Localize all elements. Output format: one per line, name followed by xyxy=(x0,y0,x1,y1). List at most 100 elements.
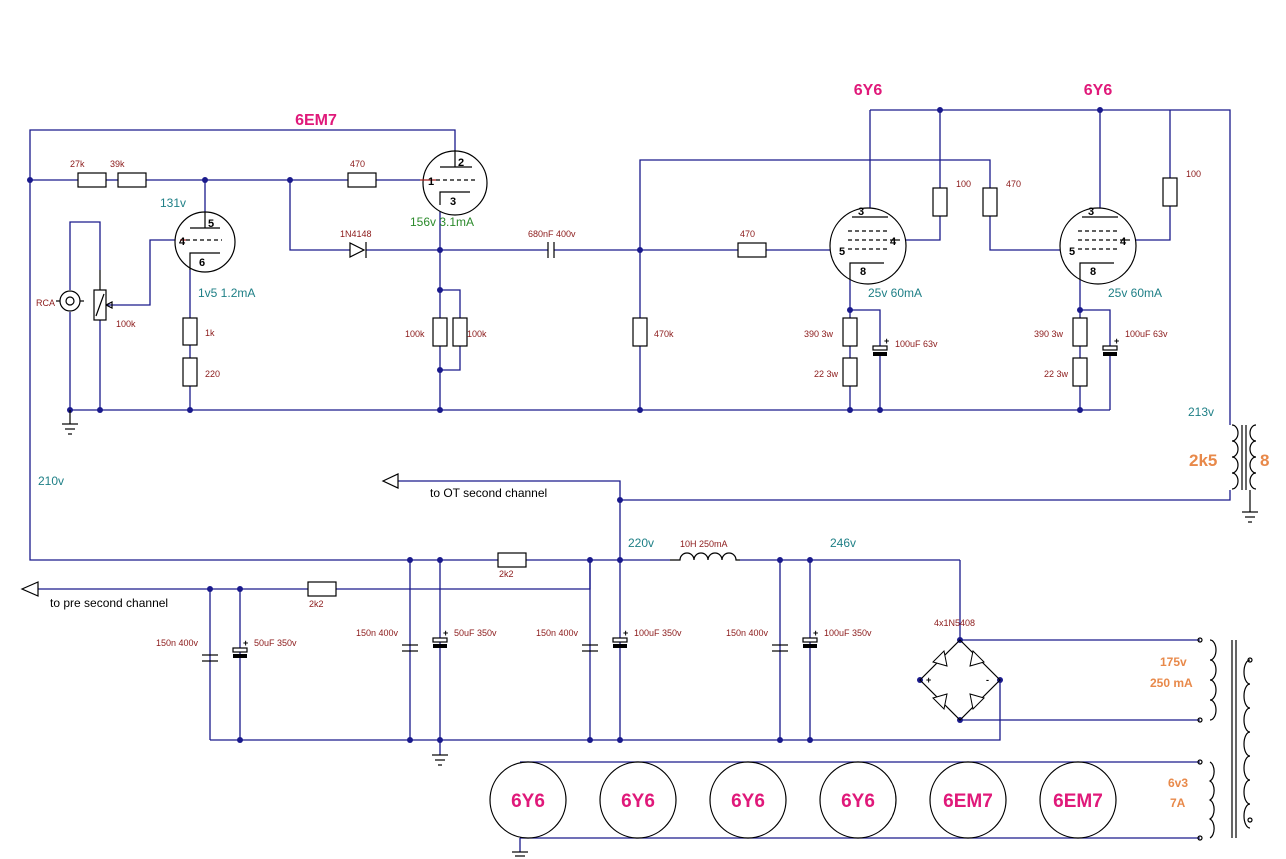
svg-text:+: + xyxy=(884,336,889,346)
svg-text:5: 5 xyxy=(1069,246,1075,258)
resistor-100k-a xyxy=(432,317,448,347)
heater-label-4: 6Y6 xyxy=(841,791,875,812)
label-390-1: 390 3w xyxy=(804,329,834,339)
label-ht-amps: 250 mA xyxy=(1150,676,1193,690)
label-220: 220 xyxy=(205,369,220,379)
voltage-bias-out1: 25v 60mA xyxy=(868,286,922,300)
resistor-100k-b xyxy=(452,317,468,347)
voltage-220: 220v xyxy=(628,536,654,550)
label-150n-1: 150n 400v xyxy=(156,638,199,648)
label-fil-amps: 7A xyxy=(1170,796,1186,810)
resistor-390-2 xyxy=(1072,317,1088,347)
svg-text:2: 2 xyxy=(458,157,464,169)
coupling-cap-icon xyxy=(547,242,555,258)
resistor-390-1 xyxy=(842,317,858,347)
svg-text:4: 4 xyxy=(1120,236,1127,248)
label-50uf-2: 50uF 350v xyxy=(454,628,497,638)
svg-text:-: - xyxy=(986,675,989,685)
svg-text:6: 6 xyxy=(199,257,205,269)
resistor-470k xyxy=(632,317,648,347)
label-100uf-1: 100uF 63v xyxy=(895,339,938,349)
electrolytic-3-icon: + xyxy=(612,628,628,648)
output-transformer-icon xyxy=(1231,424,1257,512)
svg-text:4: 4 xyxy=(890,236,897,248)
resistor-2k2-a xyxy=(497,552,527,568)
svg-text:+: + xyxy=(926,675,931,685)
choke-icon xyxy=(670,552,740,561)
tube-label-input: 6EM7 xyxy=(295,112,337,129)
label-100uf-4: 100uF 350v xyxy=(824,628,872,638)
tube-6y6-output-1: 3 5 4 8 xyxy=(829,206,907,285)
label-rca: RCA xyxy=(36,298,55,308)
film-cap-1-icon xyxy=(202,654,218,662)
resistor-470-grid xyxy=(347,172,377,188)
label-100-s1: 100 xyxy=(956,179,971,189)
ground-icon xyxy=(62,410,78,435)
diode-1n4148-icon xyxy=(349,242,367,258)
heater-circle-4 xyxy=(819,761,897,839)
heater-circle-6 xyxy=(1039,761,1117,839)
heater-circle-2 xyxy=(599,761,677,839)
resistor-39k xyxy=(117,172,147,188)
component-labels: 27k 39k 470 100k RCA 1k 220 1N4148 100k … xyxy=(36,159,1201,648)
note-to-ot: to OT second channel xyxy=(430,486,547,500)
label-100uf-3: 100uF 350v xyxy=(634,628,682,638)
resistor-27k xyxy=(77,172,107,188)
label-470k: 470k xyxy=(654,329,674,339)
heater-circle-5 xyxy=(929,761,1007,839)
svg-text:+: + xyxy=(443,628,448,638)
tube-6em7-section-2: 5 4 6 xyxy=(174,211,236,273)
svg-text:+: + xyxy=(813,628,818,638)
label-22-2: 22 3w xyxy=(1044,369,1069,379)
label-150n-3: 150n 400v xyxy=(536,628,579,638)
svg-text:3: 3 xyxy=(450,196,456,208)
label-bridge: 4x1N5408 xyxy=(934,618,975,628)
film-cap-3-icon xyxy=(582,644,598,652)
voltage-210: 210v xyxy=(38,474,64,488)
tube-6y6-output-2: 3 5 4 8 xyxy=(1059,206,1137,285)
label-470-g2: 470 xyxy=(1006,179,1021,189)
heater-circle-1 xyxy=(489,761,567,839)
resistors xyxy=(77,172,1178,597)
svg-text:3: 3 xyxy=(1088,206,1094,218)
resistor-470-g1 xyxy=(737,242,767,258)
tube-6em7-section-1: 2 1 3 xyxy=(420,150,488,216)
svg-text:5: 5 xyxy=(839,246,845,258)
label-coupling-cap: 680nF 400v xyxy=(528,229,576,239)
voltage-bias-v2: 1v5 1.2mA xyxy=(198,286,255,300)
label-50uf-1: 50uF 350v xyxy=(254,638,297,648)
svg-text:8: 8 xyxy=(860,266,866,278)
svg-text:+: + xyxy=(1114,336,1119,346)
resistor-22-1 xyxy=(842,357,858,387)
label-fil-volts: 6v3 xyxy=(1168,776,1188,790)
cathode-cap-1-icon: + xyxy=(872,336,889,356)
heater-label-5: 6EM7 xyxy=(943,791,993,812)
voltage-246: 246v xyxy=(830,536,856,550)
heater-string: 6Y6 6Y6 6Y6 6Y6 6EM7 6EM7 xyxy=(489,761,1117,839)
voltage-131: 131v xyxy=(160,196,186,210)
label-39k: 39k xyxy=(110,159,125,169)
resistor-22-2 xyxy=(1072,357,1088,387)
voltage-bias-out2: 25v 60mA xyxy=(1108,286,1162,300)
electrolytic-2-icon: + xyxy=(432,628,448,648)
heater-label-6: 6EM7 xyxy=(1053,791,1103,812)
heater-label-1: 6Y6 xyxy=(511,791,545,812)
to-ot-arrow-icon xyxy=(381,473,399,489)
resistor-2k2-b xyxy=(307,581,337,597)
label-ot-primary: 2k5 xyxy=(1189,451,1217,470)
label-470-grid: 470 xyxy=(350,159,365,169)
heater-label-3: 6Y6 xyxy=(731,791,765,812)
svg-text:+: + xyxy=(243,638,248,648)
power-transformer-icon xyxy=(1197,637,1253,841)
label-150n-2: 150n 400v xyxy=(356,628,399,638)
label-100uf-2: 100uF 63v xyxy=(1125,329,1168,339)
label-diode: 1N4148 xyxy=(340,229,372,239)
label-choke: 10H 250mA xyxy=(680,539,728,549)
svg-text:8: 8 xyxy=(1090,266,1096,278)
resistor-100-s2 xyxy=(1162,177,1178,207)
label-1k: 1k xyxy=(205,328,215,338)
input-section xyxy=(56,242,555,321)
electrolytic-4-icon: + xyxy=(802,628,818,648)
voltage-213: 213v xyxy=(1188,405,1214,419)
